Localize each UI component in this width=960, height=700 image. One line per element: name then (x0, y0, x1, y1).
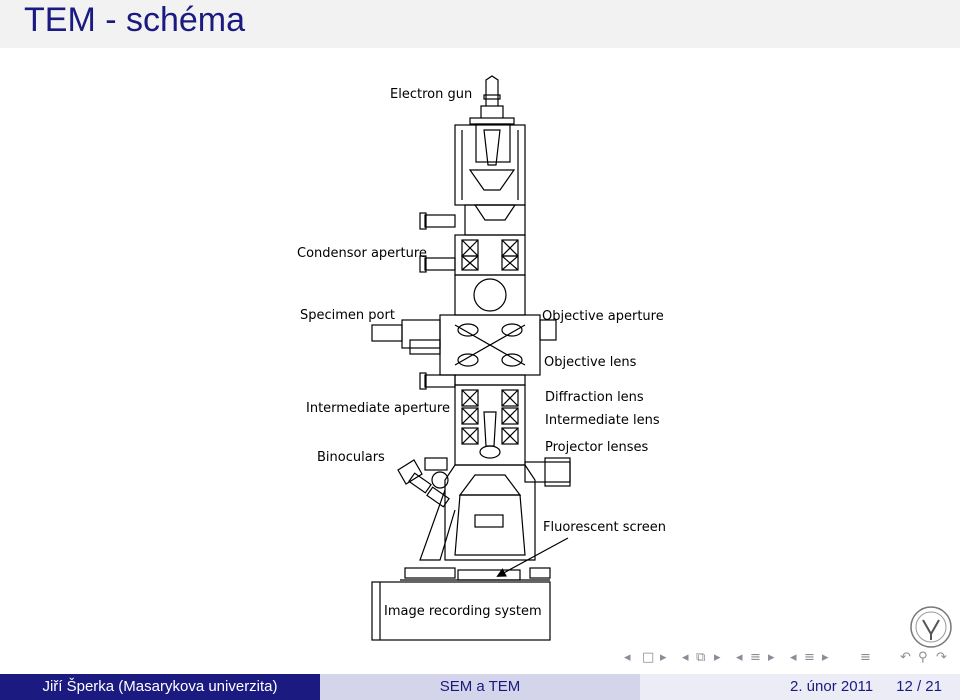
footer-author: Jiří Šperka (Masarykova univerzita) (0, 674, 320, 700)
nav-right-arrow-icon[interactable]: ▸ (660, 650, 667, 665)
nav-left-arrow-icon[interactable]: ◂ (624, 650, 631, 665)
footer-right-panel: 2. únor 2011 12 / 21 (640, 674, 960, 700)
align-icon[interactable]: ≡ (860, 650, 871, 665)
forward-icon[interactable]: ↷ (936, 650, 947, 665)
label-electron-gun: Electron gun (390, 87, 472, 102)
label-condensor-aperture: Condensor aperture (297, 246, 427, 261)
slide-footer: Jiří Šperka (Masarykova univerzita) SEM … (0, 674, 960, 700)
footer-page-number: 12 / 21 (896, 678, 942, 695)
label-objective-aperture: Objective aperture (542, 309, 664, 324)
electron-gun-part (469, 75, 515, 166)
label-intermediate-lens: Intermediate lens (545, 413, 660, 428)
projector-stack (454, 384, 526, 466)
footer-short-title: SEM a TEM (320, 674, 640, 700)
label-projector-lenses: Projector lenses (545, 440, 649, 455)
label-objective-lens: Objective lens (544, 355, 637, 370)
label-image-recording-system: Image recording system (384, 604, 542, 619)
label-binoculars: Binoculars (317, 450, 385, 465)
navigation-bar: ◂ □ ▸ ◂ ⧉ ▸ ◂ ≡ ▸ ◂ ≡ ▸ ≡ ↶ ⚲ ↷ (624, 650, 960, 668)
back-icon[interactable]: ↶ (900, 650, 911, 665)
slide-header: TEM - schéma (0, 0, 960, 48)
label-fluorescent-screen: Fluorescent screen (543, 520, 666, 535)
nav-right-arrow-icon[interactable]: ▸ (822, 650, 829, 665)
viewing-chamber (444, 464, 536, 561)
search-icon[interactable]: ⚲ (918, 650, 928, 665)
doc-icon[interactable]: ≡ (804, 650, 815, 665)
nav-right-arrow-icon[interactable]: ▸ (768, 650, 775, 665)
tem-schematic-diagram: Electron gun Condensor aperture Specimen… (297, 75, 666, 641)
label-diffraction-lens: Diffraction lens (545, 390, 644, 405)
nav-left-arrow-icon[interactable]: ◂ (736, 650, 743, 665)
binoculars-part (397, 457, 450, 508)
subsection-icon[interactable]: ⧉ (696, 650, 706, 665)
nav-left-arrow-icon[interactable]: ◂ (682, 650, 689, 665)
column-mid (454, 274, 526, 316)
condenser-lens (454, 234, 526, 276)
nav-left-arrow-icon[interactable]: ◂ (790, 650, 797, 665)
label-specimen-port: Specimen port (300, 308, 395, 323)
frame-icon[interactable]: □ (642, 650, 655, 665)
footer-date: 2. únor 2011 (790, 678, 874, 695)
label-intermediate-aperture: Intermediate aperture (306, 401, 450, 416)
section-icon[interactable]: ≡ (750, 650, 761, 665)
nav-right-arrow-icon[interactable]: ▸ (714, 650, 721, 665)
university-logo-icon (910, 606, 952, 648)
image-recording-box (371, 581, 551, 641)
slide-title: TEM - schéma (24, 1, 246, 39)
